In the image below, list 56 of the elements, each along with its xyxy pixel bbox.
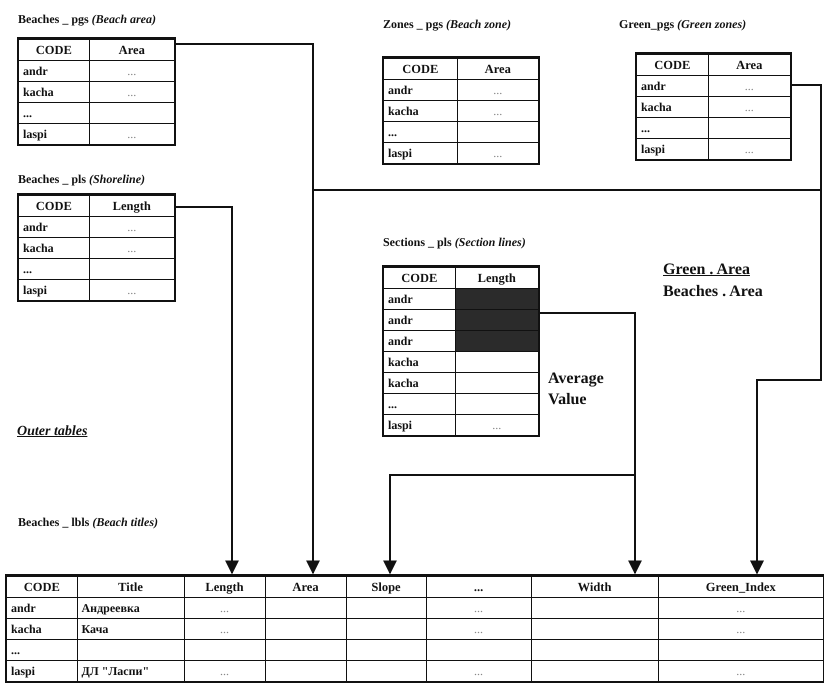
column-header: Length xyxy=(184,576,265,598)
code-value: ... xyxy=(636,118,708,138)
code-value: andr xyxy=(636,76,708,96)
code-value: andr xyxy=(383,288,455,310)
arrow xyxy=(176,206,239,574)
column-header: Length xyxy=(89,196,175,216)
column-header: CODE xyxy=(383,58,457,80)
code-value: kacha xyxy=(383,372,455,394)
code-value: kacha xyxy=(18,238,89,258)
code-value: kacha xyxy=(6,618,77,640)
formula-numerator: Green . Area xyxy=(663,261,750,279)
section-note: Outer tables xyxy=(17,424,88,440)
code-value: kacha xyxy=(18,82,89,102)
table-title: Beaches _ lbls (Beach titles) xyxy=(18,515,158,530)
table-title: Zones _ pgs (Beach zone) xyxy=(383,17,512,32)
column-header: CODE xyxy=(383,268,455,288)
code-value: ... xyxy=(6,640,77,660)
code-value: andr xyxy=(383,310,455,330)
code-value: andr xyxy=(383,80,457,100)
code-value: kacha xyxy=(636,96,708,118)
code-value: andr xyxy=(18,216,89,238)
table-title: Sections _ pls (Section lines) xyxy=(383,235,526,250)
column-header: CODE xyxy=(18,196,89,216)
column-header: Area xyxy=(265,576,346,598)
data-value: ... xyxy=(426,618,531,640)
beach-name: Андреевка xyxy=(77,598,184,618)
column-header: Area xyxy=(708,54,791,76)
table-title: Green_pgs (Green zones) xyxy=(619,17,746,32)
code-value: andr xyxy=(18,60,89,82)
code-value: andr xyxy=(6,598,77,618)
table-title: Beaches _ pls (Shoreline) xyxy=(18,172,146,187)
column-header: ... xyxy=(426,576,531,598)
column-header: Width xyxy=(531,576,658,598)
data-value: ... xyxy=(426,598,531,618)
formula-denominator: Beaches . Area xyxy=(663,283,763,301)
data-value: ... xyxy=(184,618,265,640)
column-header: Title xyxy=(77,576,184,598)
table-title: Beaches _ pgs (Beach area) xyxy=(18,12,156,27)
code-value: andr xyxy=(383,330,455,352)
arrow xyxy=(750,84,822,574)
beach-name: Кача xyxy=(77,618,184,640)
code-value: kacha xyxy=(383,352,455,372)
arrow xyxy=(540,312,642,574)
column-header: CODE xyxy=(18,40,89,60)
column-header: CODE xyxy=(636,54,708,76)
code-value: ... xyxy=(383,394,455,414)
column-header: Green_Index xyxy=(658,576,824,598)
column-header: Area xyxy=(89,40,175,60)
code-value: ... xyxy=(383,122,457,142)
data-value: ... xyxy=(184,598,265,618)
code-value: ... xyxy=(18,258,89,280)
code-value: ... xyxy=(18,102,89,124)
column-header: Area xyxy=(457,58,539,80)
column-header: Slope xyxy=(346,576,426,598)
code-value: kacha xyxy=(383,100,457,122)
column-header: CODE xyxy=(6,576,77,598)
